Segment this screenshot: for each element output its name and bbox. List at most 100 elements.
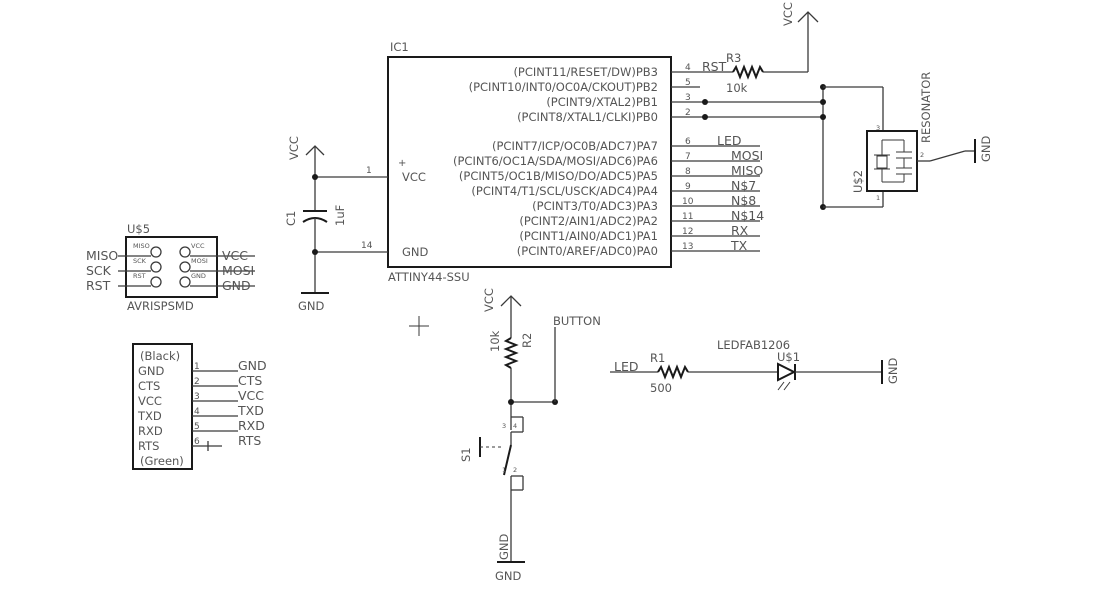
ic1-pin-name-pa6: (PCINT6/OC1A/SDA/MOSI/ADC6)PA6 xyxy=(453,154,658,168)
r2-resistor[interactable]: VCC 10k R2 BUTTON xyxy=(482,288,601,430)
u5-inner-vcc: VCC xyxy=(191,242,205,250)
u5-inner-mosi: MOSI xyxy=(191,257,208,265)
r3-resistor[interactable]: R3 10k VCC xyxy=(700,2,819,95)
ftdi-pin-num: 2 xyxy=(194,377,200,387)
ic1-pin-name-pb2: (PCINT10/INT0/OC0A/CKOUT)PB2 xyxy=(469,80,658,94)
junction-dot xyxy=(820,99,826,105)
ic1-pin6-num: 6 xyxy=(685,137,691,147)
vcc-arrow-icon xyxy=(797,11,819,23)
led-part: LEDFAB1206 xyxy=(717,338,790,352)
s1-pin3: 3 xyxy=(502,422,506,430)
junction-dot xyxy=(508,399,514,405)
ftdi-header[interactable]: (Black) (Green) GND CTS VCC TXD RXD RTS … xyxy=(132,343,267,470)
ftdi-pin-num: 1 xyxy=(194,362,200,372)
button-net-label: BUTTON xyxy=(553,314,601,328)
r3-vcc-label: VCC xyxy=(781,2,795,26)
c1-vcc-label: VCC xyxy=(287,136,301,160)
ic1-pin-name-pa2: (PCINT2/AIN1/ADC2)PA2 xyxy=(519,214,658,228)
ic1-ref: IC1 xyxy=(390,40,409,54)
ic1-pin2-num: 2 xyxy=(685,108,691,118)
junction-dot xyxy=(702,99,708,105)
ftdi-body xyxy=(132,343,193,470)
ic1-pin-name-pb3: (PCINT11/RESET/DW)PB3 xyxy=(513,65,658,79)
u5-net-vcc: VCC xyxy=(222,248,248,263)
r1-value: 500 xyxy=(650,381,672,395)
ftdi-bottom-label: (Green) xyxy=(140,454,184,468)
ic1-attiny44[interactable]: IC1 ATTINY44-SSU + VCC GND 1 14 (PCINT11… xyxy=(315,40,764,284)
r2-zigzag xyxy=(503,337,519,369)
ic1-pin-name-pa5: (PCINT5/OC1B/MISO/DO/ADC5)PA5 xyxy=(459,169,658,183)
net-label-n7: N$7 xyxy=(731,178,756,193)
ftdi-net-label: TXD xyxy=(237,403,264,418)
r3-ref: R3 xyxy=(726,51,741,65)
u5-inner-rst: RST xyxy=(133,272,146,280)
resonator-pin2: 2 xyxy=(920,151,924,159)
ic1-pin1-num: 1 xyxy=(366,166,372,176)
ftdi-net-label: GND xyxy=(238,358,267,373)
ic1-pin-name-pb1: (PCINT9/XTAL2)PB1 xyxy=(546,95,658,109)
ic1-pin-name-pb0: (PCINT8/XTAL1/CLKI)PB0 xyxy=(517,110,658,124)
r2-ref: R2 xyxy=(520,333,534,348)
u5-avrisp-header[interactable]: U$5 AVRISPSMD MISO SCK RST VCC MOSI GND … xyxy=(86,222,255,313)
ic1-pin13-num: 13 xyxy=(682,242,693,252)
ic1-pin3-num: 3 xyxy=(685,93,691,103)
ic1-pin4-num: 4 xyxy=(685,63,691,73)
ftdi-pin-num: 3 xyxy=(194,392,200,402)
ftdi-net-label: CTS xyxy=(238,373,262,388)
c1-capacitor[interactable]: VCC C1 1uF GND xyxy=(284,136,347,313)
resonator-pin3: 3 xyxy=(876,124,880,132)
u5-net-rst: RST xyxy=(86,278,111,293)
s1-gnd-label: GND xyxy=(495,569,522,583)
resonator-gnd-label: GND xyxy=(979,135,993,162)
led-circuit[interactable]: LED R1 500 LEDFAB1206 U$1 GND xyxy=(610,338,900,395)
ftdi-net-label: RXD xyxy=(238,418,265,433)
ftdi-pin-name: GND xyxy=(138,364,165,378)
ic1-pin14-num: 14 xyxy=(361,241,373,251)
ic1-pin10-num: 10 xyxy=(682,197,694,207)
junction-dot xyxy=(312,249,318,255)
vcc-arrow-icon xyxy=(305,145,325,156)
net-label-rx: RX xyxy=(731,223,749,238)
resonator-pin1: 1 xyxy=(876,194,880,202)
ic1-pin-name-pa3: (PCINT3/T0/ADC3)PA3 xyxy=(532,199,658,213)
vcc-arrow-icon xyxy=(500,295,522,307)
s1-pin4: 4 xyxy=(513,422,517,430)
r2-value: 10k xyxy=(488,330,502,352)
u5-inner-sck: SCK xyxy=(133,257,147,265)
net-label-n14: N$14 xyxy=(731,208,764,223)
ic1-vcc-label: VCC xyxy=(402,170,426,184)
ic1-pin9-num: 9 xyxy=(685,182,691,192)
ic1-pin-name-pa4: (PCINT4/T1/SCL/USCK/ADC4)PA4 xyxy=(471,184,658,198)
ic1-pin7-num: 7 xyxy=(685,152,691,162)
origin-crosshair-icon xyxy=(409,316,429,336)
u5-net-mosi: MOSI xyxy=(222,263,254,278)
led-ref: U$1 xyxy=(777,350,800,364)
c1-value: 1uF xyxy=(333,205,347,226)
ftdi-pin-name: RXD xyxy=(138,424,163,438)
ic1-part: ATTINY44-SSU xyxy=(388,270,470,284)
ic1-pin12-num: 12 xyxy=(682,227,693,237)
net-label-led: LED xyxy=(717,133,742,148)
led-diode-icon xyxy=(777,362,797,382)
net-label-miso: MISO xyxy=(731,163,763,178)
led-gnd-label: GND xyxy=(886,357,900,384)
ic1-plus: + xyxy=(398,158,406,169)
net-label-rst: RST xyxy=(702,59,727,74)
ftdi-net-label: VCC xyxy=(238,388,264,403)
ftdi-pin-num: 4 xyxy=(194,407,200,417)
net-label-tx: TX xyxy=(730,238,748,253)
ic1-pin-name-pa7: (PCINT7/ICP/OC0B/ADC7)PA7 xyxy=(492,139,658,153)
ic1-pin11-num: 11 xyxy=(682,212,693,222)
ftdi-pin-num: 6 xyxy=(194,437,200,447)
junction-dot xyxy=(820,114,826,120)
r2-vcc-label: VCC xyxy=(482,288,496,312)
ic1-body xyxy=(387,56,672,268)
r1-zigzag xyxy=(657,364,689,380)
resonator[interactable]: 3 2 1 U$2 RESONATOR GND xyxy=(702,72,993,210)
ic1-pin8-num: 8 xyxy=(685,167,691,177)
net-label-n8: N$8 xyxy=(731,193,756,208)
net-label-mosi: MOSI xyxy=(731,148,763,163)
ic1-gnd-label: GND xyxy=(402,245,429,259)
s1-switch[interactable]: 3 4 1 2 S1 GND GND xyxy=(459,416,525,583)
